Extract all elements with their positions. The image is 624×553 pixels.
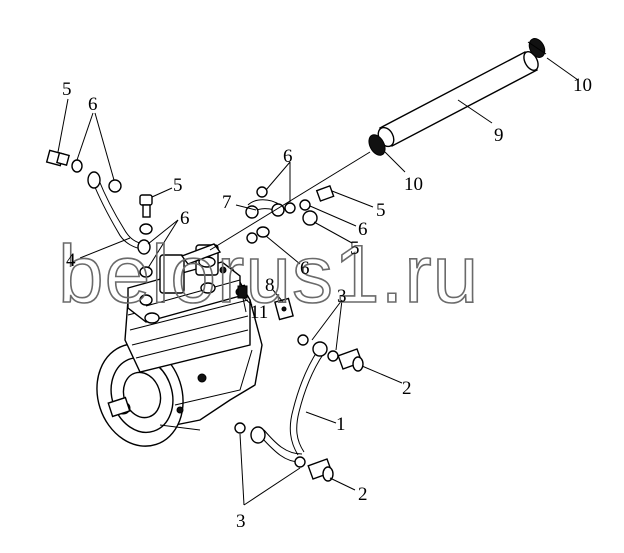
banjo-bolt-5-right — [302, 185, 335, 226]
bracket-8 — [274, 297, 294, 321]
callout-11: 11 — [250, 302, 268, 323]
callout-5: 5 — [62, 79, 72, 100]
callout-6: 6 — [300, 258, 310, 279]
watermark-text: belorus1.ru — [58, 229, 479, 320]
callout-5: 5 — [350, 238, 360, 259]
pipe-4 — [87, 171, 151, 255]
callout-9: 9 — [494, 125, 504, 146]
clamp-10-left — [368, 134, 386, 156]
callout-2: 2 — [402, 378, 412, 399]
callout-3: 3 — [337, 286, 347, 307]
washers-6-left — [71, 159, 122, 193]
pipe-1 — [250, 341, 328, 463]
callout-5: 5 — [376, 200, 386, 221]
banjo-bolt-5-left — [45, 149, 70, 167]
callout-10: 10 — [573, 75, 592, 96]
callout-4: 4 — [66, 250, 76, 271]
compressor-assembly — [96, 243, 263, 447]
callout-10: 10 — [404, 174, 423, 195]
callout-6: 6 — [88, 94, 98, 115]
callout-labels: 5 6 5 6 4 7 6 5 6 5 6 9 10 10 8 11 3 2 1… — [62, 75, 592, 532]
washers-3-lower — [234, 422, 306, 468]
callout-7: 7 — [222, 192, 232, 213]
hose-9 — [377, 51, 539, 148]
pipe-7 — [245, 199, 285, 219]
banjo-bolt-2-lower — [307, 458, 334, 482]
callout-5: 5 — [173, 175, 183, 196]
callout-3: 3 — [236, 511, 246, 532]
fitting-11 — [237, 285, 248, 313]
callout-6: 6 — [358, 219, 368, 240]
callout-2: 2 — [358, 484, 368, 505]
washers-6-upper-right — [256, 186, 311, 214]
washers-3-upper — [297, 334, 339, 362]
callout-6: 6 — [180, 208, 190, 229]
clamp-10-right — [527, 38, 547, 58]
leader-lines — [57, 57, 579, 506]
callout-1: 1 — [336, 414, 346, 435]
callout-8: 8 — [265, 275, 275, 296]
banjo-bolt-2-upper — [337, 348, 364, 372]
callout-6: 6 — [283, 146, 293, 167]
washer-6-lower-middle — [246, 226, 270, 244]
washers-6-center — [139, 223, 153, 306]
banjo-bolt-5-center — [139, 194, 153, 218]
